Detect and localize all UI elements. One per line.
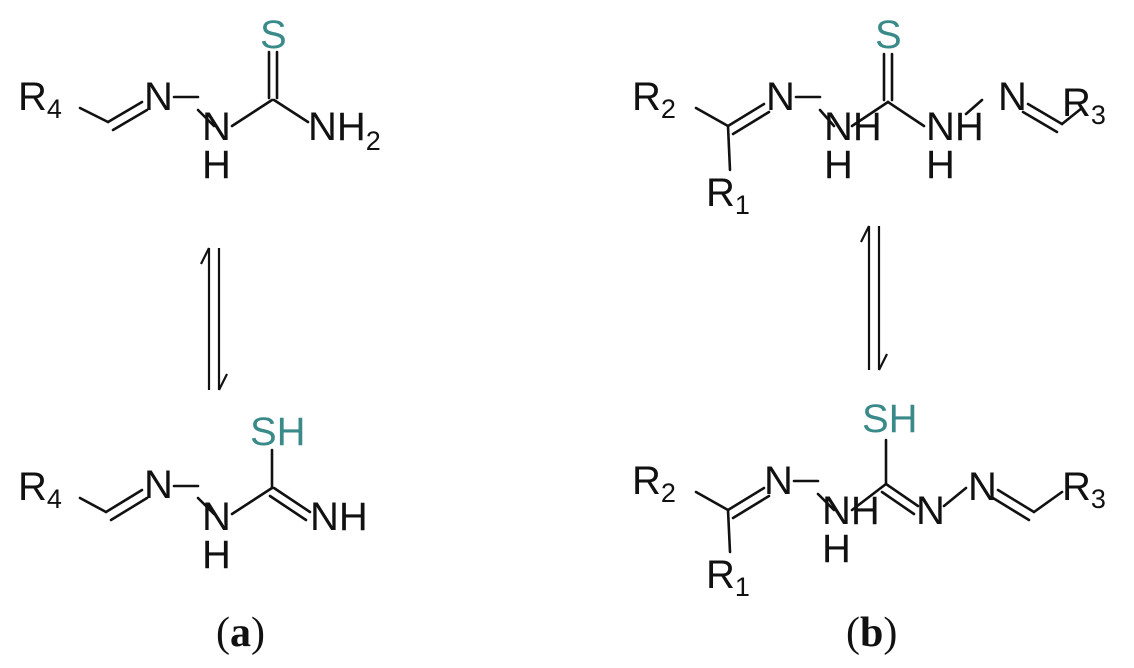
r2-label: R2 bbox=[632, 75, 676, 124]
bond bbox=[78, 496, 108, 514]
bond bbox=[196, 108, 216, 128]
arrow-up-head bbox=[200, 247, 210, 265]
r4-label: R4 bbox=[18, 75, 62, 124]
arrow-up-head bbox=[860, 225, 870, 243]
double-bond-line bbox=[268, 494, 308, 522]
double-bond-line bbox=[106, 100, 144, 124]
bond bbox=[196, 496, 216, 516]
r4-label: R4 bbox=[18, 465, 62, 514]
double-bond-line bbox=[1026, 102, 1064, 126]
double-bond-line bbox=[726, 102, 766, 128]
double-bond-line bbox=[996, 488, 1036, 514]
n-atom: N bbox=[144, 463, 173, 507]
bond bbox=[964, 98, 984, 116]
double-bond-line bbox=[991, 496, 1031, 522]
panel-b-thiol: R2 R1 N NH H SH N N R3 bbox=[632, 397, 1106, 602]
h-atom: H bbox=[202, 533, 231, 577]
arrow-down-head bbox=[218, 373, 228, 391]
n-atom: N bbox=[968, 465, 997, 509]
caption-b: (b) bbox=[846, 610, 897, 656]
equilibrium-arrow-a bbox=[200, 247, 228, 391]
n-atom: N bbox=[764, 459, 793, 503]
equilibrium-arrow-b bbox=[860, 225, 888, 371]
r3-label: R3 bbox=[1062, 81, 1106, 130]
thiol-group: SH bbox=[250, 410, 306, 454]
bond bbox=[816, 492, 836, 512]
r3-label: R3 bbox=[1062, 465, 1106, 514]
r2-label: R2 bbox=[632, 459, 676, 508]
n-atom: N bbox=[144, 75, 173, 119]
r1-label: R1 bbox=[706, 171, 750, 220]
bond bbox=[942, 486, 968, 508]
bond bbox=[230, 98, 274, 128]
double-bond-line bbox=[111, 108, 149, 132]
panel-a-thione: R4 N N H S NH2 bbox=[18, 13, 381, 187]
double-bond-line bbox=[884, 482, 920, 508]
bond bbox=[230, 486, 274, 516]
panel-a-thiol: R4 N N H SH NH bbox=[18, 410, 368, 577]
bond bbox=[850, 100, 890, 128]
bond bbox=[818, 108, 836, 128]
h-atom: H bbox=[822, 527, 851, 571]
double-bond-line bbox=[109, 496, 149, 522]
r1-label: R1 bbox=[706, 553, 750, 602]
bond bbox=[78, 106, 110, 124]
panel-b-thione: R2 R1 N NH H S NH H N R3 bbox=[632, 13, 1106, 220]
n-atom: N bbox=[766, 75, 795, 119]
double-bond-line bbox=[731, 494, 771, 520]
bond bbox=[1032, 490, 1064, 514]
bond bbox=[726, 508, 732, 554]
h-atom: H bbox=[926, 143, 955, 187]
bond bbox=[272, 98, 310, 124]
n-atom: N bbox=[202, 105, 231, 149]
n-atom: N bbox=[202, 495, 231, 539]
nh2-group: NH2 bbox=[308, 105, 381, 156]
double-bond-line bbox=[104, 488, 144, 514]
double-bond-line bbox=[1021, 110, 1059, 134]
bond bbox=[726, 124, 732, 172]
bond bbox=[694, 106, 730, 128]
sulfur-atom: S bbox=[875, 13, 902, 57]
bond bbox=[694, 490, 730, 512]
arrow-down-head bbox=[878, 353, 888, 371]
h-atom: H bbox=[202, 143, 231, 187]
double-bond-line bbox=[272, 486, 312, 514]
double-bond-line bbox=[726, 486, 766, 512]
bond bbox=[1060, 106, 1084, 126]
double-bond-line bbox=[731, 110, 771, 136]
bond bbox=[850, 482, 888, 512]
bond bbox=[886, 100, 926, 128]
h-atom: H bbox=[824, 143, 853, 187]
imine-nh-group: NH bbox=[310, 495, 368, 539]
sulfur-atom: S bbox=[260, 13, 287, 57]
n-atom: N bbox=[916, 489, 945, 533]
thiol-group: SH bbox=[862, 397, 918, 441]
nh-group: NH bbox=[926, 105, 984, 149]
double-bond-line bbox=[880, 490, 916, 516]
caption-a: (a) bbox=[216, 610, 265, 656]
